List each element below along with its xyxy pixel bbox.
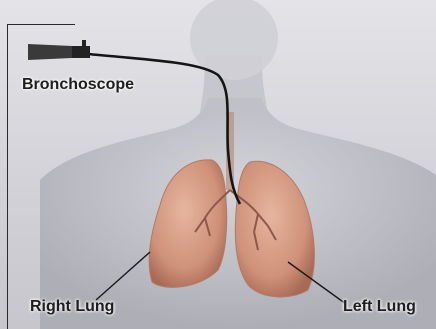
right-lung-label: Right Lung <box>30 298 114 316</box>
bronchoscope-handle <box>28 40 90 60</box>
left-border <box>7 24 8 329</box>
top-border <box>7 24 75 25</box>
bronchoscope-label: Bronchoscope <box>22 76 134 94</box>
left-lung-label: Left Lung <box>343 298 416 316</box>
